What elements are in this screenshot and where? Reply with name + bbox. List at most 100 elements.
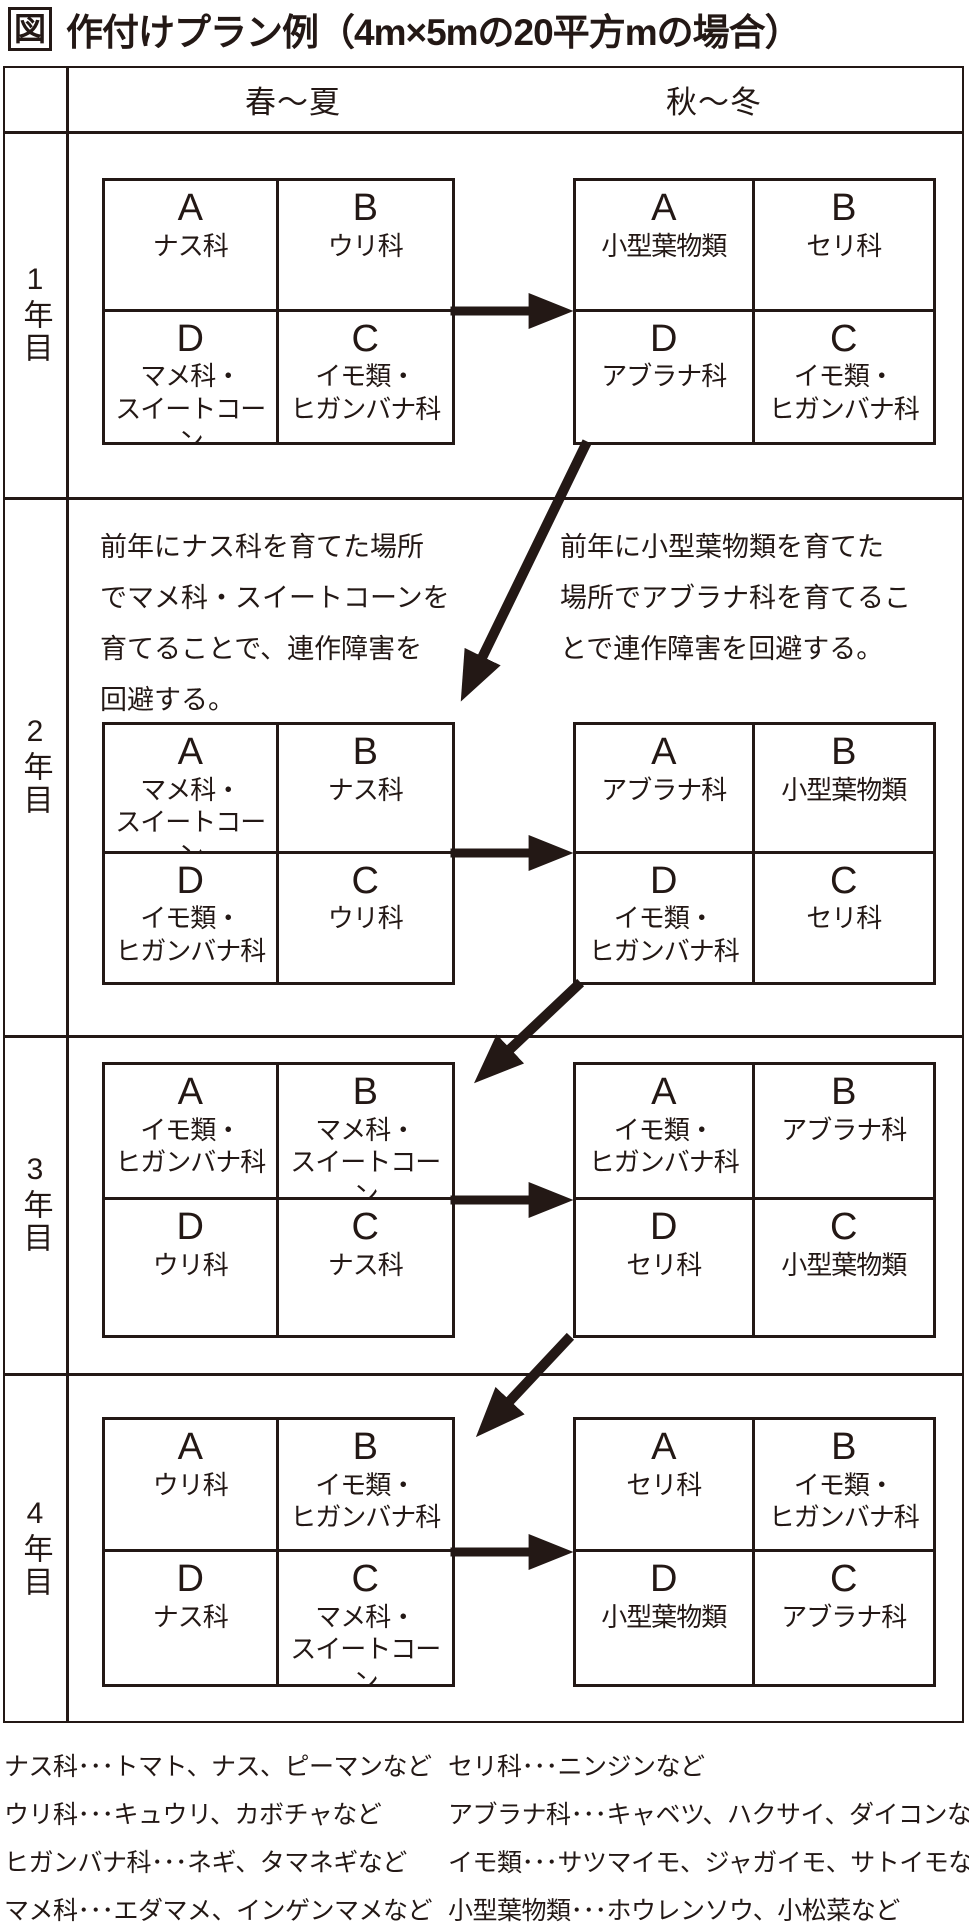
plot-family: アブラナ科	[601, 361, 727, 392]
year-label-2: 2年目	[18, 715, 52, 817]
plot-letter: C	[830, 859, 858, 902]
arrow-year1-to-year2	[460, 439, 592, 702]
legend-right-column: セリ科･･･ニンジンなど アブラナ科･･･キャベツ、ハクサイ、ダイコンなど イモ…	[448, 1743, 969, 1922]
plot-family: アブラナ科	[781, 1601, 907, 1632]
legend-left-column: ナス科･･･トマト、ナス、ピーマンなど ウリ科･･･キュウリ、カボチャなど ヒガ…	[4, 1743, 433, 1922]
legend-item: セリ科･･･ニンジンなど	[448, 1753, 705, 1781]
plot-family: セリ科	[626, 1469, 702, 1500]
plot-family: 小型葉物類	[601, 1601, 727, 1632]
year-label-4: 4年目	[18, 1497, 52, 1599]
plot-letter: B	[352, 731, 378, 773]
plot-family: ウリ科	[327, 230, 404, 261]
plot-letter: C	[351, 1558, 379, 1600]
plot-letter: B	[352, 1426, 378, 1468]
plot-family: イモ類・ ヒガンバナ科	[588, 1114, 740, 1178]
plot-letter: C	[351, 1206, 379, 1248]
plot-letter: C	[830, 1206, 858, 1248]
year-label-1: 1年目	[18, 263, 52, 365]
figure-label-box: 図	[8, 7, 52, 51]
plot-letter: B	[831, 1071, 857, 1113]
legend-item: ウリ科･･･キュウリ、カボチャなど	[4, 1801, 382, 1829]
plot-family: セリ科	[626, 1249, 702, 1280]
plot-letter: B	[831, 1426, 857, 1468]
table-frame	[3, 66, 964, 1723]
plot-letter: C	[351, 317, 379, 360]
plot-family: イモ類・ ヒガンバナ科	[115, 903, 266, 966]
plot-family: ウリ科	[152, 1469, 229, 1500]
legend-item: アブラナ科･･･キャベツ、ハクサイ、ダイコンなど	[448, 1801, 969, 1829]
plot-family: ナス科	[152, 1601, 229, 1632]
plot-letter: D	[176, 1206, 204, 1248]
figure-title-row: 図 作付けプラン例（4m×5mの20平方mの場合）	[8, 2, 802, 56]
plot-family: マメ科・ スイートコーン	[115, 361, 266, 442]
note-spring-rotation: 前年にナス科を育てた場所 でマメ科・スイートコーンを 育てることで、連作障害を …	[100, 532, 450, 715]
arrow-year2-to-year3	[473, 978, 585, 1084]
plot-letter: B	[352, 187, 378, 229]
plot-letter: D	[176, 859, 204, 902]
plot-letter: B	[831, 731, 857, 773]
note-autumn-rotation: 前年に小型葉物類を育てた 場所でアブラナ科を育てるこ とで連作障害を回避する。	[560, 532, 911, 664]
figure-title: 作付けプラン例（4m×5mの20平方mの場合）	[66, 12, 802, 53]
plot-family: アブラナ科	[601, 774, 727, 805]
plot-family: ナス科	[327, 1249, 404, 1280]
plot-family: セリ科	[806, 230, 882, 261]
plot-letter: C	[830, 1558, 858, 1600]
plot-letter: A	[651, 187, 677, 229]
plot-family: 小型葉物類	[781, 774, 907, 805]
row-divider-year1-2	[3, 497, 964, 500]
plot-family: イモ類・ ヒガンバナ科	[588, 903, 740, 966]
plot-family: ナス科	[327, 774, 404, 805]
row-divider-year3-4	[3, 1373, 964, 1376]
plot-family: 小型葉物類	[601, 230, 727, 261]
plot-letter: D	[176, 1558, 204, 1600]
plot-letter: C	[351, 859, 379, 902]
plot-family: ウリ科	[327, 903, 404, 934]
plot-family: マメ科・ スイートコーン	[290, 1601, 441, 1684]
plot-letter: D	[650, 859, 678, 902]
plot-letter: D	[650, 1558, 678, 1600]
plot-family: イモ類・ ヒガンバナ科	[115, 1114, 266, 1178]
plot-family: イモ類・ ヒガンバナ科	[290, 361, 441, 424]
plot-letter: A	[177, 1426, 203, 1468]
legend-item: ヒガンバナ科･･･ネギ、タマネギなど	[4, 1849, 407, 1877]
legend-item: ナス科･･･トマト、ナス、ピーマンなど	[4, 1753, 432, 1781]
plot-letter: A	[651, 1426, 677, 1468]
plot-family: ウリ科	[152, 1249, 229, 1280]
header-autumn-winter: 秋〜冬	[666, 84, 762, 120]
plot-letter: A	[177, 731, 203, 773]
year-label-3: 3年目	[18, 1153, 52, 1255]
legend-item: マメ科･･･エダマメ、インゲンマメなど	[4, 1897, 433, 1922]
year-column-divider	[66, 66, 69, 1723]
legend-item: 小型葉物類･･･ホウレンソウ、小松菜など	[448, 1897, 900, 1922]
plot-family: 小型葉物類	[781, 1249, 907, 1280]
plot-family: マメ科・ スイートコーン	[290, 1114, 441, 1200]
arrow-year2-spring-to-autumn	[450, 835, 574, 871]
arrow-year1-spring-to-autumn	[450, 293, 574, 329]
